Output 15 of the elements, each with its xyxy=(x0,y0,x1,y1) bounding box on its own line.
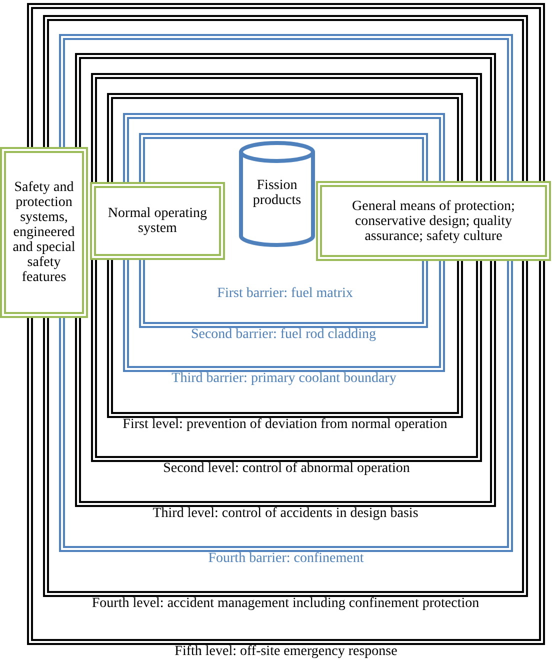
level-label: First level: prevention of deviation from normal operation xyxy=(122,417,448,433)
box-text: General means of protection; conservative design; quality assurance; safety culture xyxy=(351,198,516,244)
box-text: Normal operating system xyxy=(106,206,208,236)
system-box xyxy=(0,147,88,318)
box-text: Safety and protection systems, engineered and special safety features xyxy=(12,180,76,285)
cylinder-label: Fission products xyxy=(252,178,302,208)
barrier-label: Second barrier: fuel rod cladding xyxy=(190,327,378,343)
barrier-label: Fourth barrier: confinement xyxy=(207,551,365,567)
level-label: Third level: control of accidents in design basis xyxy=(152,506,420,522)
barrier-label: First barrier: fuel matrix xyxy=(216,286,354,302)
level-label: Second level: control of abnormal operation xyxy=(162,461,411,477)
cylinder xyxy=(238,140,316,248)
level-label: Fifth level: off-site emergency response xyxy=(174,644,398,660)
barrier-label: Third barrier: primary coolant boundary xyxy=(170,371,398,387)
level-label: Fourth level: accident management including confinement protection xyxy=(90,596,480,612)
